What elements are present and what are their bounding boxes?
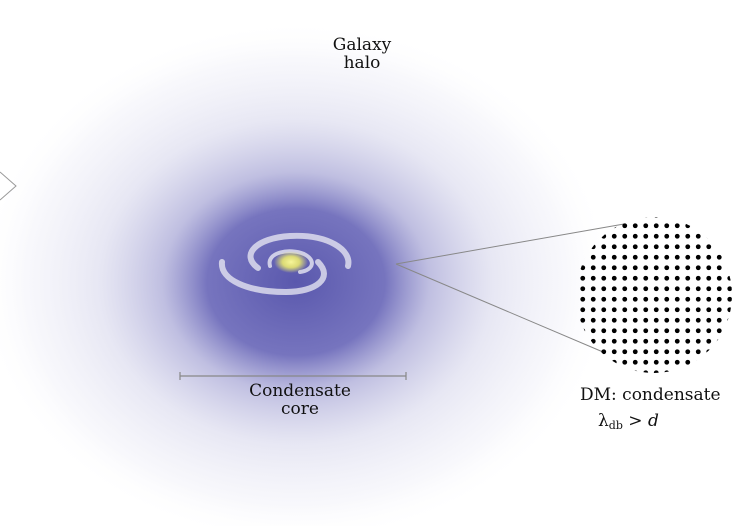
dm-lambda: λ [598,411,609,431]
core-label-line1: Condensate [249,381,351,401]
dm-relation: λdb > d [598,412,738,435]
zoom-line-lower [395,263,604,353]
halo-label-line1: Galaxy [332,35,392,55]
galaxy-core [274,251,308,273]
dm-label-line1: DM: condensate [580,385,721,405]
halo-label-line2: halo [343,53,381,73]
dm-subscript: db [608,419,623,432]
dm-dot-lattice [576,217,732,373]
arrow-fragment [0,171,17,201]
dm-rel: > [622,411,648,431]
dm-d: d [647,411,659,431]
galaxy-halo [0,20,614,526]
core-label-line2: core [281,399,319,419]
zoom-line-upper [395,223,625,265]
spiral-galaxy [218,232,352,296]
core-scale-bar [179,372,407,380]
